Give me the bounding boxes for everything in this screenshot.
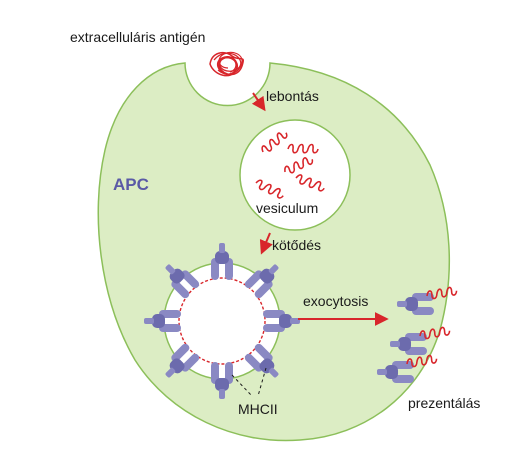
mhc-pointer-left: [231, 374, 253, 397]
binding-label: kötődés: [272, 237, 321, 253]
degradation-arrow: [251, 92, 266, 112]
binding-arrow: [259, 232, 273, 255]
vesicle-label: vesiculum: [256, 200, 318, 216]
presentation-label: prezentálás: [408, 395, 480, 411]
mhc-pointer-right: [257, 367, 267, 397]
degradation-label: lebontás: [266, 88, 319, 104]
tangled-protein-icon: [209, 51, 244, 77]
apc-label: APC: [113, 175, 149, 194]
antigen-label: extracelluláris antigén: [70, 29, 205, 45]
exocytosis-label: exocytosis: [303, 293, 368, 309]
vesicle: [239, 119, 351, 231]
loaded-vesicle-inner: [178, 277, 266, 365]
mhc-label: MHCII: [238, 401, 278, 417]
